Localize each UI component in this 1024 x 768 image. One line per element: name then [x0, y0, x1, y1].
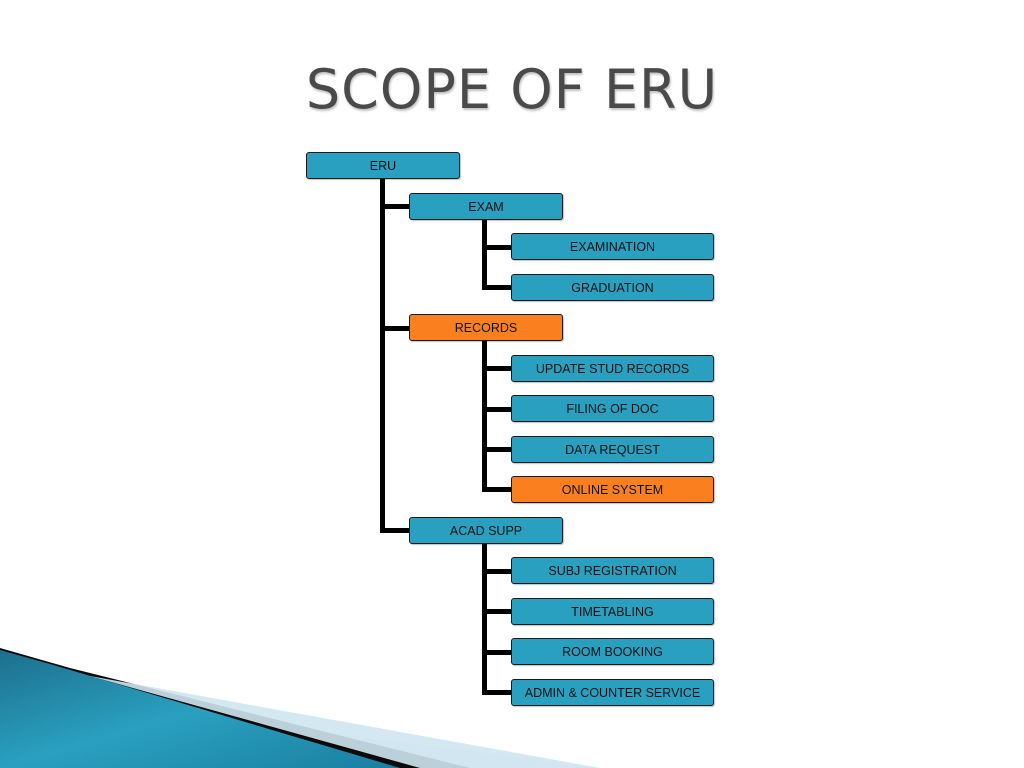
connector-filing-of-doc	[482, 407, 511, 412]
node-exam: EXAM	[409, 193, 563, 220]
node-subj-registration: SUBJ REGISTRATION	[511, 557, 714, 584]
connector-records	[380, 326, 409, 331]
node-eru: ERU	[306, 152, 460, 179]
node-filing-of-doc: FILING OF DOC	[511, 395, 714, 422]
connector-timetabling	[482, 609, 511, 614]
connector-update-stud-records	[482, 366, 511, 371]
node-timetabling: TIMETABLING	[511, 598, 714, 625]
node-data-request: DATA REQUEST	[511, 436, 714, 463]
node-room-booking: ROOM BOOKING	[511, 638, 714, 665]
node-online-system: ONLINE SYSTEM	[511, 476, 714, 503]
connector-room-booking	[482, 650, 511, 655]
connector-graduation	[482, 285, 511, 290]
records-trunk-line	[482, 341, 487, 492]
node-records: RECORDS	[409, 314, 563, 341]
connector-online-system	[482, 487, 511, 492]
node-acad-supp: ACAD SUPP	[409, 517, 563, 544]
connector-exam	[380, 204, 409, 209]
acad-supp-trunk-line	[482, 543, 487, 695]
root-trunk-line	[380, 179, 385, 533]
node-update-stud-records: UPDATE STUD RECORDS	[511, 355, 714, 382]
connector-acad-supp	[380, 528, 409, 533]
node-examination: EXAMINATION	[511, 233, 714, 260]
connector-examination	[482, 245, 511, 250]
connector-data-request	[482, 447, 511, 452]
node-graduation: GRADUATION	[511, 274, 714, 301]
connector-admin-counter-service	[482, 690, 511, 695]
slide-title: SCOPE OF ERU	[305, 58, 719, 121]
exam-trunk-line	[482, 219, 487, 290]
connector-subj-registration	[482, 569, 511, 574]
node-admin-counter-service: ADMIN & COUNTER SERVICE	[511, 679, 714, 706]
